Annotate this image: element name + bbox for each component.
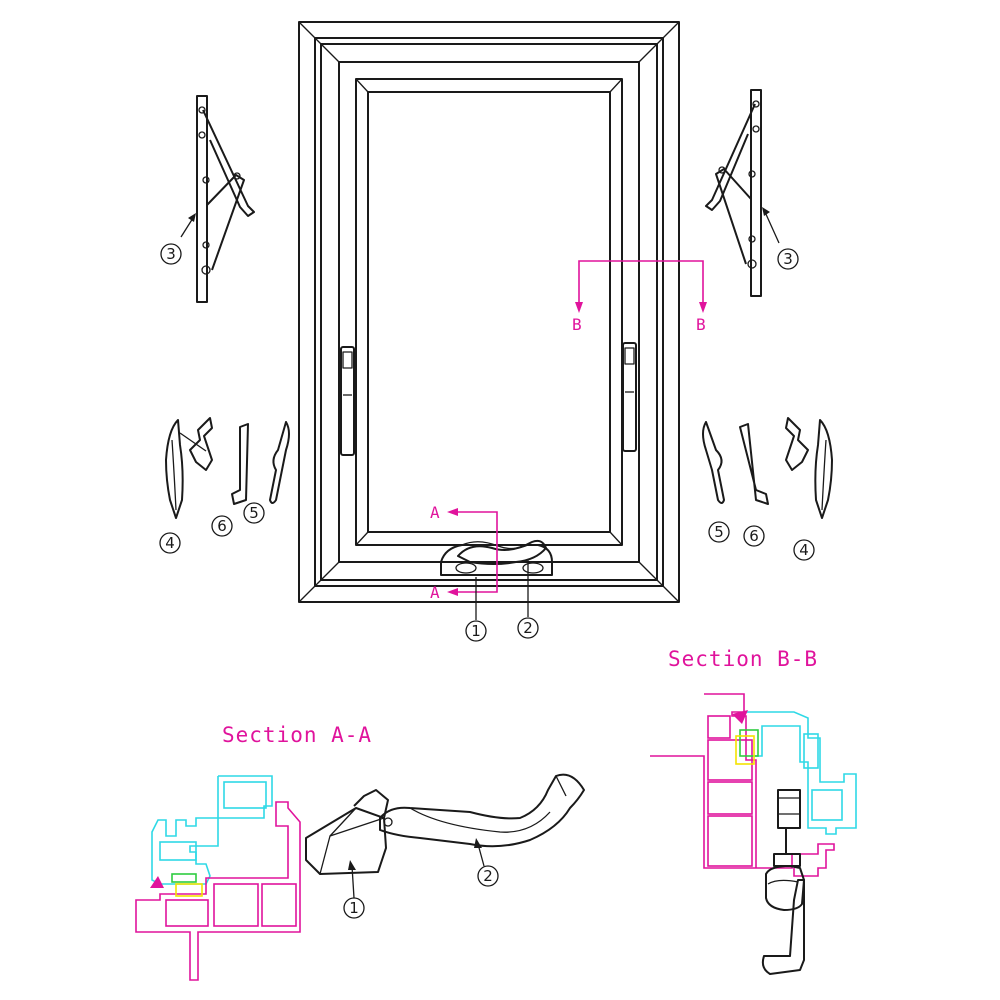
callout-6-left: 6 [211, 515, 233, 537]
callout-6-right: 6 [743, 525, 765, 547]
svg-text:6: 6 [749, 527, 759, 545]
right-sash-lock [622, 342, 637, 452]
svg-text:5: 5 [714, 523, 724, 541]
callout-4-right: 4 [793, 539, 815, 561]
callout-5-right: 5 [708, 521, 730, 543]
svg-text:4: 4 [799, 541, 809, 559]
cut-label-a-bottom: A [430, 583, 440, 602]
cut-label-a-top: A [430, 503, 440, 522]
outer-frame [298, 21, 680, 603]
svg-text:3: 3 [166, 245, 176, 263]
operator-on-elevation [440, 539, 553, 576]
callout-3-right: 3 [777, 248, 799, 270]
callout-4-left: 4 [159, 532, 181, 554]
callout-1: 1 [465, 577, 487, 642]
window-elevation [298, 21, 680, 603]
svg-text:3: 3 [783, 250, 793, 268]
glass [367, 91, 611, 533]
callout-5-left: 5 [243, 502, 265, 524]
section-a-title: Section A-A [222, 723, 372, 747]
callout-2: 2 [517, 560, 539, 639]
svg-text:2: 2 [523, 619, 533, 637]
callout-3-left: 3 [160, 243, 182, 265]
section-b-title: Section B-B [668, 647, 818, 671]
section-b-detail [650, 693, 857, 975]
right-lock-parts [702, 417, 833, 519]
section-a-cut-line: A A [430, 503, 498, 602]
sash [338, 61, 640, 563]
left-stay-hinge [180, 95, 255, 303]
svg-text:4: 4 [165, 534, 175, 552]
section-a-detail: 1 2 [135, 773, 585, 981]
right-stay-hinge [705, 89, 780, 297]
left-sash-lock [340, 346, 355, 456]
frame-inner-2 [320, 43, 658, 581]
svg-text:6: 6 [217, 517, 227, 535]
svg-text:5: 5 [249, 504, 259, 522]
left-lock-parts [165, 417, 290, 519]
svg-text:2: 2 [483, 867, 493, 885]
svg-text:1: 1 [471, 622, 481, 640]
frame-inner [314, 37, 664, 587]
cut-label-b-right: B [696, 315, 706, 334]
cut-label-b-left: B [572, 315, 582, 334]
section-b-cut-line: B B [572, 260, 707, 334]
sash-bead [355, 78, 623, 546]
svg-text:1: 1 [349, 899, 359, 917]
